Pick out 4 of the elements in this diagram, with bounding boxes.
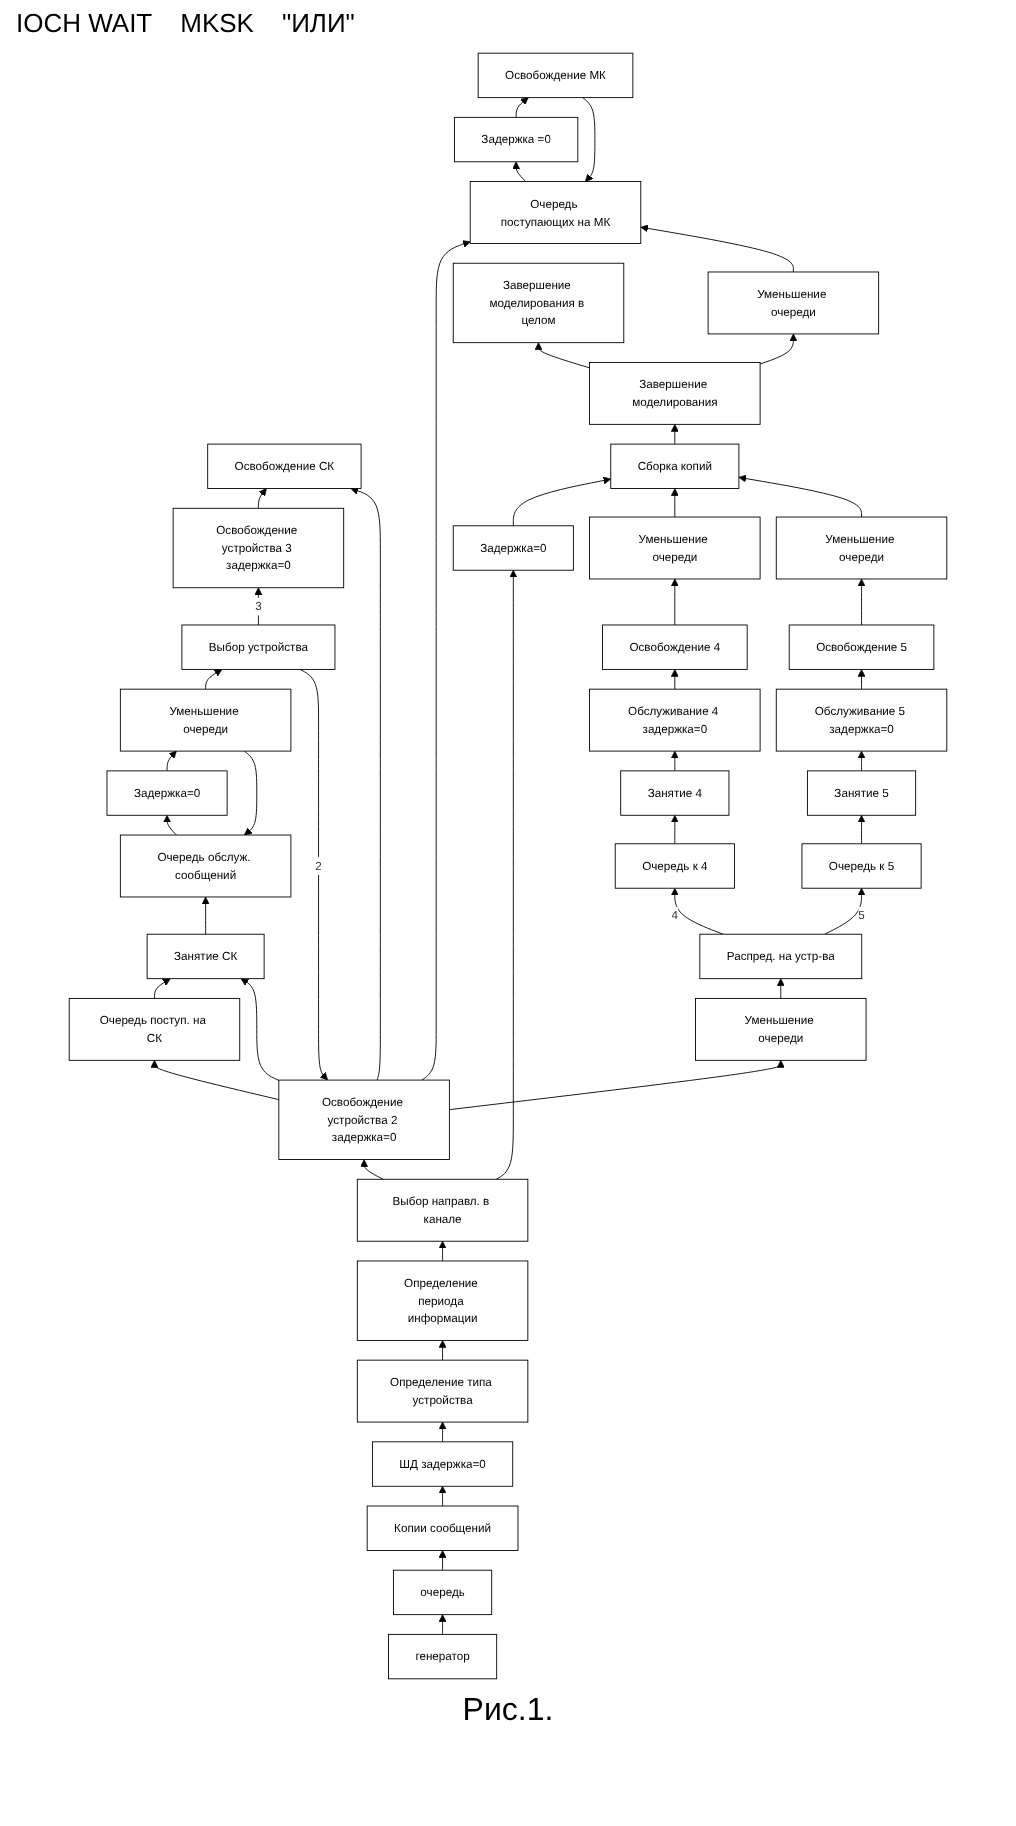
figure-caption: Рис.1. — [460, 1692, 556, 1732]
note-label: "ИЛИ" — [281, 8, 355, 38]
note-label: MKSK — [180, 8, 254, 38]
note-label: IOCH WAIT — [16, 8, 153, 38]
